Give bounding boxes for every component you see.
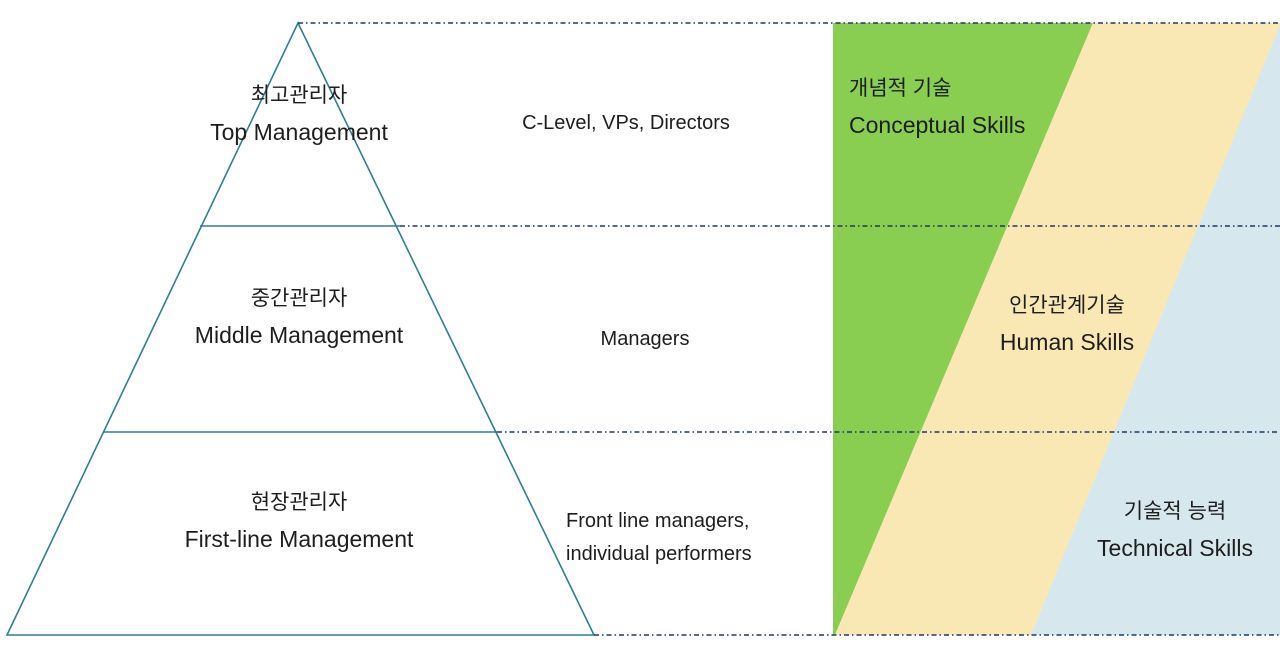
skill-bands-group <box>833 23 1280 635</box>
guide-lines-group <box>298 22 1280 636</box>
pyramid-triangle <box>5 21 596 636</box>
conceptual-skills-band <box>833 23 1093 635</box>
technical-skills-band <box>1031 25 1280 635</box>
human-skills-band <box>835 23 1280 635</box>
pyramid-outline-group <box>5 21 596 636</box>
